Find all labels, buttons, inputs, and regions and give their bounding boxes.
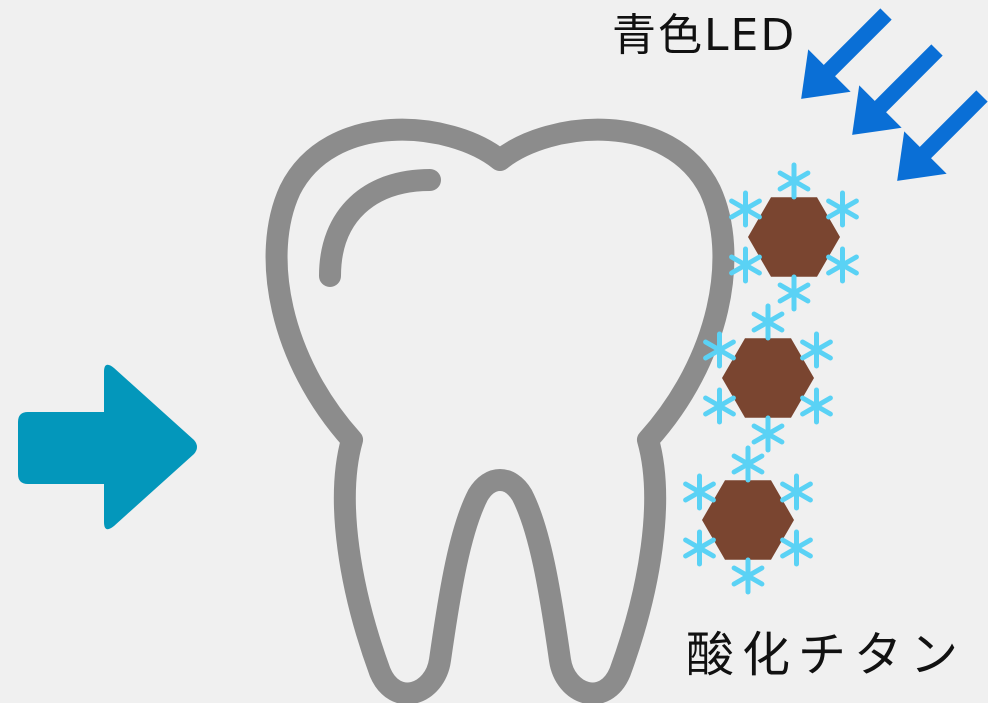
- sparkle-icon: [732, 193, 760, 225]
- titanium-oxide-label: 酸化チタン: [686, 624, 966, 686]
- titanium-oxide-particle-icon: [686, 448, 811, 592]
- sparkle-icon: [783, 476, 811, 508]
- sparkle-icon: [783, 532, 811, 564]
- sparkle-icon: [780, 277, 808, 309]
- light-ray-arrows: [780, 0, 988, 202]
- particle-body: [722, 338, 814, 418]
- titanium-oxide-particle-icon: [732, 165, 857, 309]
- particle-body: [702, 480, 794, 560]
- right-arrow-icon: [18, 365, 197, 529]
- sparkle-icon: [734, 560, 762, 592]
- sparkle-icon: [686, 532, 714, 564]
- sparkle-icon: [780, 165, 808, 197]
- blue-led-label: 青色LED: [612, 8, 796, 64]
- sparkle-icon: [803, 334, 831, 366]
- sparkle-icon: [754, 306, 782, 338]
- sparkle-icon: [754, 418, 782, 450]
- sparkle-icon: [829, 249, 857, 281]
- tooth-icon: [277, 130, 724, 694]
- sparkle-icon: [732, 249, 760, 281]
- particle-body: [748, 197, 840, 277]
- sparkle-icon: [803, 390, 831, 422]
- titanium-oxide-particle-icon: [706, 306, 831, 450]
- sparkle-icon: [686, 476, 714, 508]
- sparkle-icon: [734, 448, 762, 480]
- sparkle-icon: [706, 390, 734, 422]
- sparkle-icon: [829, 193, 857, 225]
